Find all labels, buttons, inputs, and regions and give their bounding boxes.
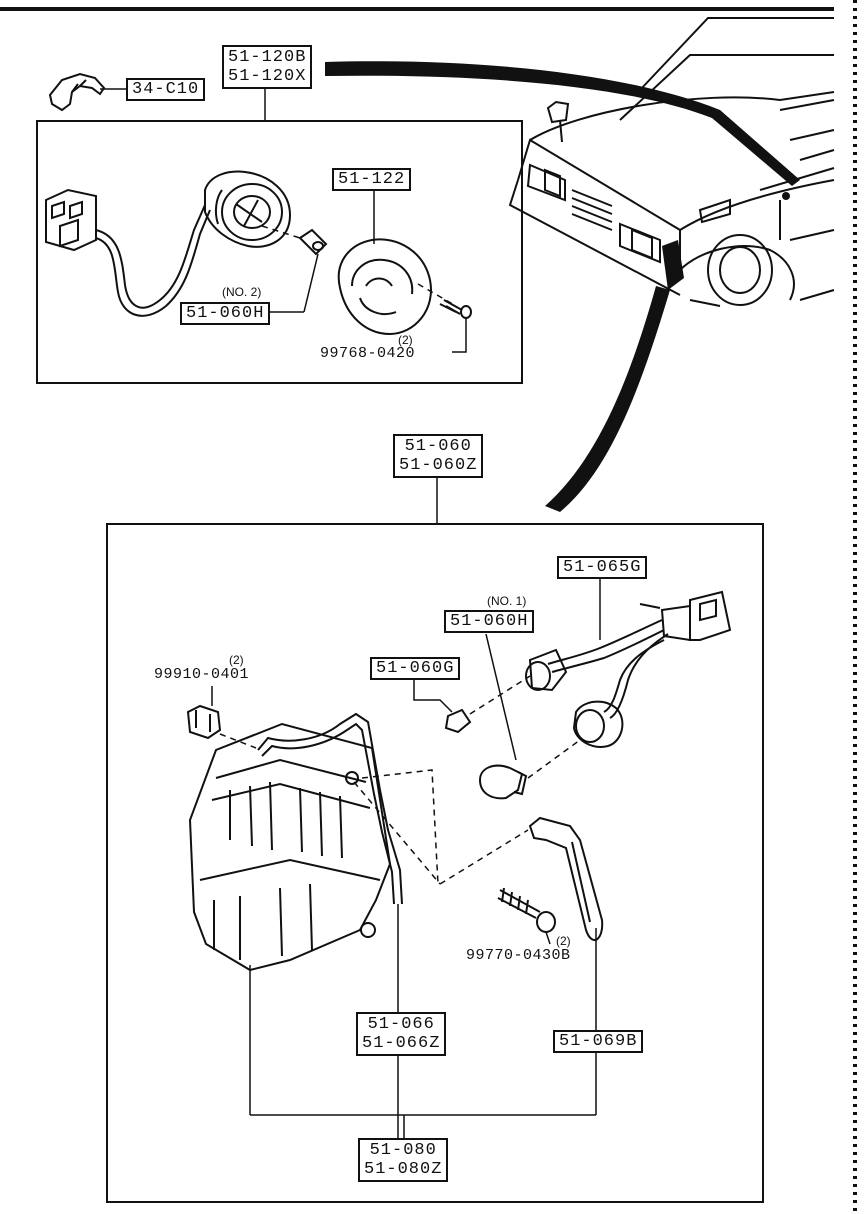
label-headlamp-assy: 51-120B 51-120X [222,45,313,89]
bottom-leaders [250,1052,597,1140]
drain-tube-drawing [528,816,604,1030]
bulb-no2-drawing [261,225,328,313]
label-bulb-small: 51-060G [370,657,461,680]
label-bulb-no1-qty: (NO. 1) [487,594,527,608]
label-lens-122: 51-122 [332,168,412,191]
upper-frame [36,120,523,384]
label-screw-top: 99768-0420 [320,345,416,362]
label-screw-bottom: 99770-0430B [466,947,571,964]
label-harness: 51-065G [557,556,648,579]
bulb-no1-drawing [478,633,581,800]
lamp-highlight [662,240,684,290]
lamp-body-drawing [188,722,392,1115]
vehicle-drawing [508,17,835,307]
pointer-band-top [325,61,800,187]
bulb-small-drawing [413,675,531,734]
screw-bottom-drawing [353,769,556,945]
label-clip: 34-C10 [126,78,206,101]
label-gasket: 51-066 51-066Z [356,1012,447,1056]
label-bulb-no2-qty: (NO. 2) [222,285,262,299]
label-combo-lamp: 51-060 51-060Z [393,434,484,478]
label-nut: 99910-0401 [154,666,250,683]
harness-drawing [525,578,732,748]
label-screw-top-qty: (2) [398,333,413,347]
label-bulb-no2: 51-060H [180,302,271,325]
clip-drawing [48,72,128,112]
pointer-band-bottom [545,286,670,512]
label-lens-080: 51-080 51-080Z [358,1138,449,1182]
lower-frame [106,523,764,1203]
label-screw-bottom-qty: (2) [556,934,571,948]
socket-drawing [204,170,292,248]
lens-122-drawing [337,190,457,336]
label-bulb-no1: 51-060H [444,610,535,633]
connector-drawing [45,188,211,317]
gasket-drawing [257,712,403,1015]
label-nut-qty: (2) [229,653,244,667]
screw-top-drawing [439,299,472,353]
label-drain-tube: 51-069B [553,1030,644,1053]
nut-drawing [186,686,257,749]
